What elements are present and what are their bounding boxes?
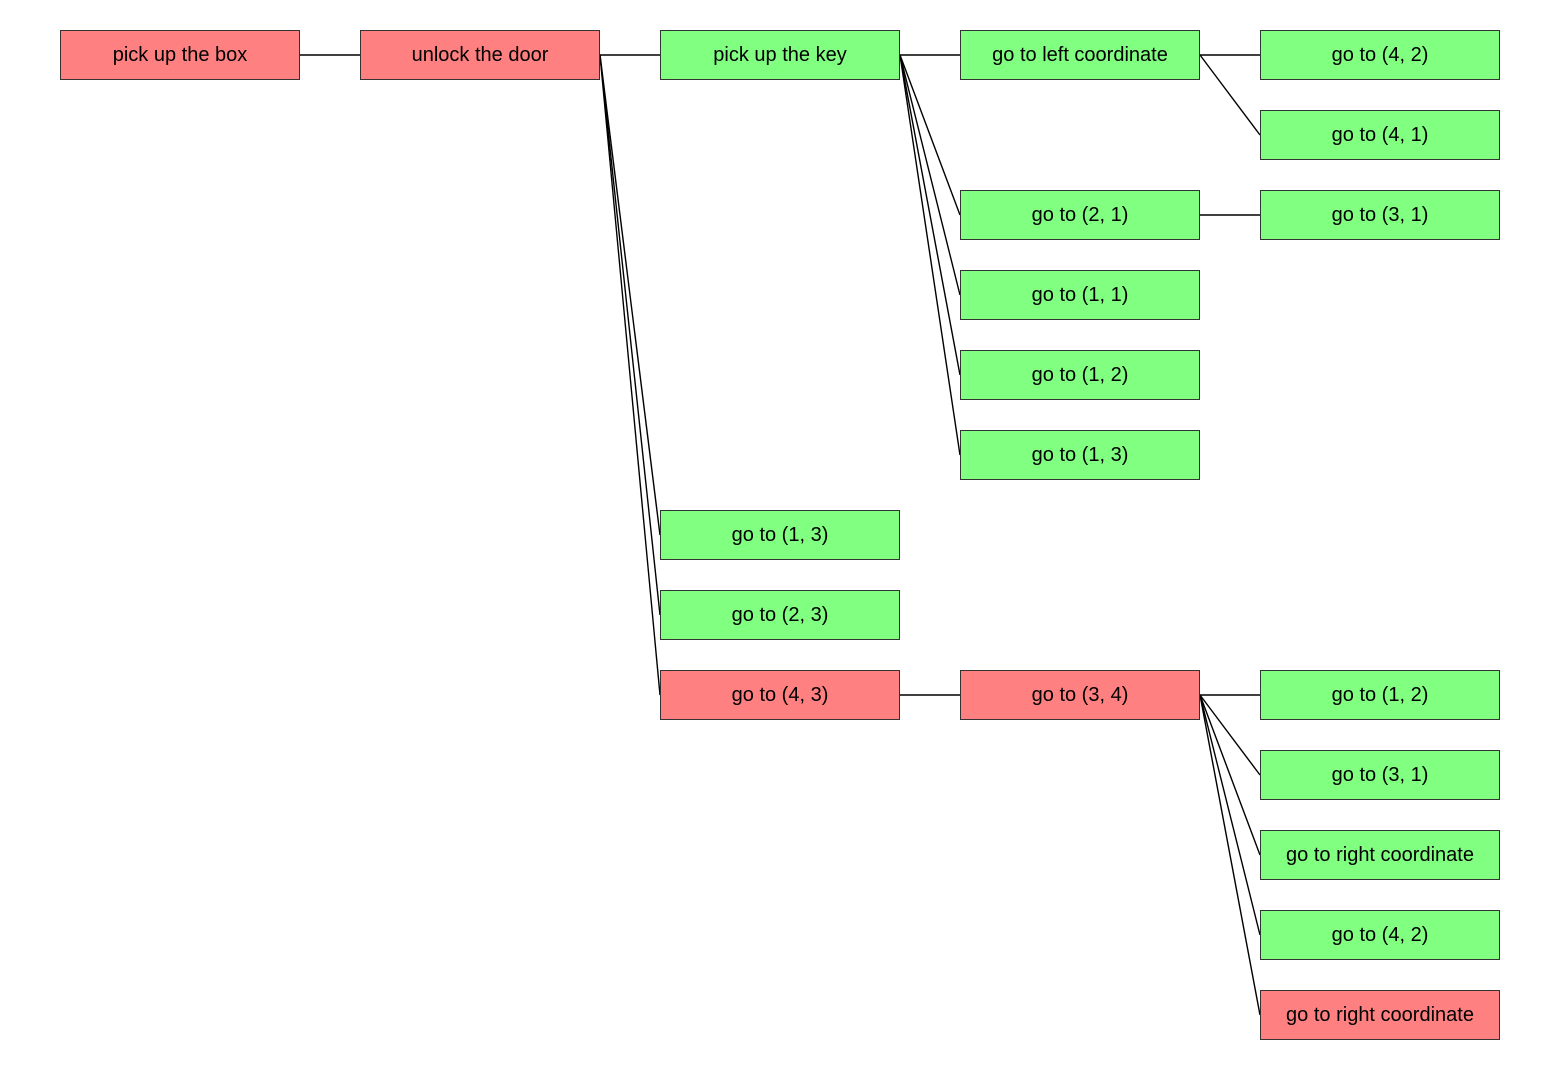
edge-n14-n17: [1199, 694, 1261, 856]
node-go-to-right-coordinate: go to right coordinate: [1260, 830, 1500, 880]
node-go-to-left-coordinate: go to left coordinate: [960, 30, 1200, 80]
node-pick-up-the-key: pick up the key: [660, 30, 900, 80]
node-go-to-4-2-b: go to (4, 2): [1260, 910, 1500, 960]
edge-n14-n19: [1199, 694, 1261, 1016]
edge-n2-n9: [899, 54, 961, 376]
edge-n2-n10: [899, 54, 961, 456]
node-go-to-1-1: go to (1, 1): [960, 270, 1200, 320]
node-go-to-2-3: go to (2, 3): [660, 590, 900, 640]
node-go-to-1-2: go to (1, 2): [960, 350, 1200, 400]
node-go-to-right-coordinate-b: go to right coordinate: [1260, 990, 1500, 1040]
node-go-to-1-2-b: go to (1, 2): [1260, 670, 1500, 720]
edge-n1-n13: [599, 54, 661, 696]
edge-n2-n8: [899, 54, 961, 296]
edge-n14-n18: [1199, 694, 1261, 936]
node-go-to-4-2: go to (4, 2): [1260, 30, 1500, 80]
node-go-to-4-3: go to (4, 3): [660, 670, 900, 720]
edge-n14-n16: [1199, 694, 1261, 776]
node-unlock-the-door: unlock the door: [360, 30, 600, 80]
node-go-to-1-3-b: go to (1, 3): [660, 510, 900, 560]
edge-n1-n11: [599, 54, 661, 536]
edge-n2-n6: [899, 54, 961, 216]
node-go-to-4-1: go to (4, 1): [1260, 110, 1500, 160]
node-go-to-2-1: go to (2, 1): [960, 190, 1200, 240]
node-go-to-3-1: go to (3, 1): [1260, 190, 1500, 240]
edge-n3-n5: [1199, 54, 1261, 136]
node-go-to-1-3: go to (1, 3): [960, 430, 1200, 480]
node-go-to-3-4: go to (3, 4): [960, 670, 1200, 720]
edge-n1-n12: [599, 54, 661, 616]
node-go-to-3-1-b: go to (3, 1): [1260, 750, 1500, 800]
node-pick-up-the-box: pick up the box: [60, 30, 300, 80]
